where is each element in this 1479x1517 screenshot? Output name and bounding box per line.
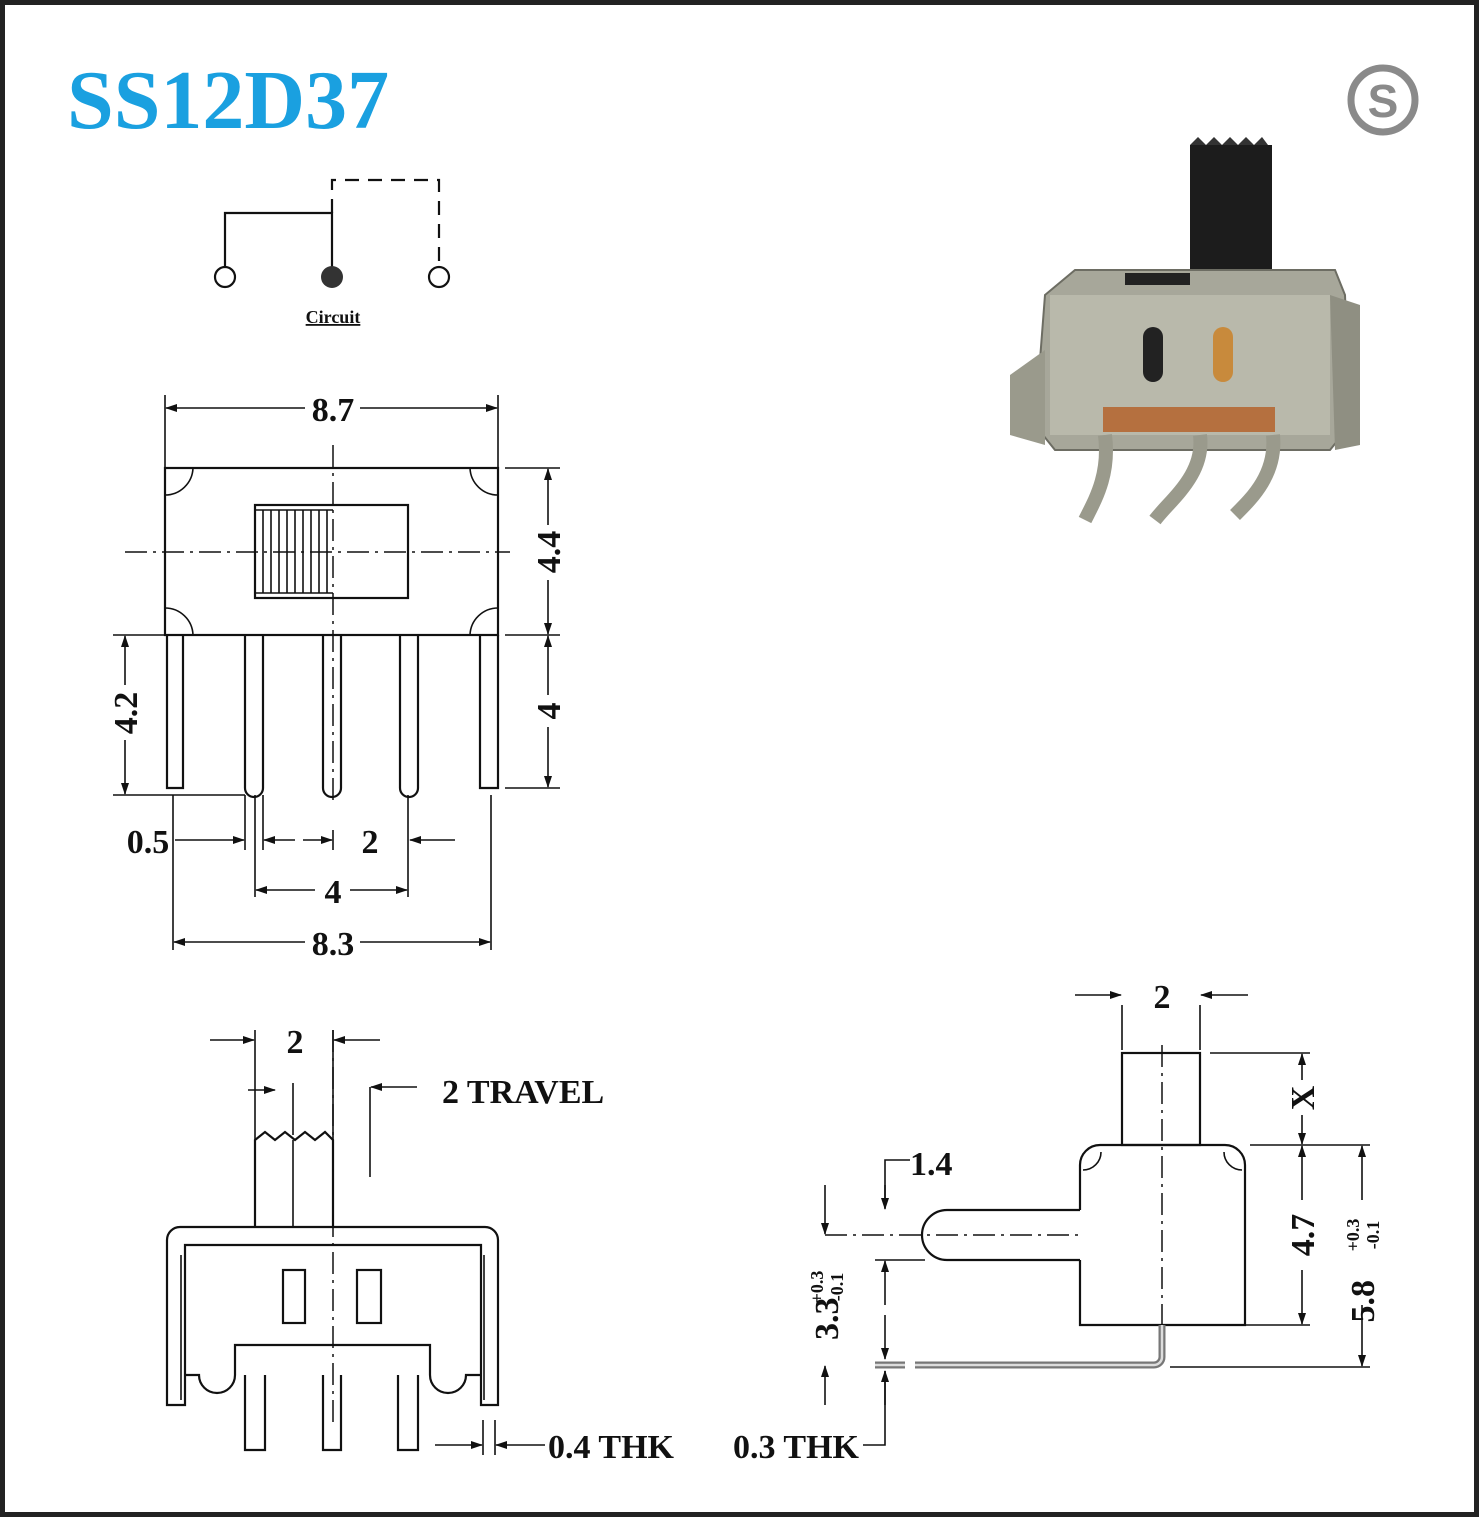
dim-pin-span-inner: 4: [325, 874, 342, 911]
product-photo: [1010, 137, 1360, 525]
dim-actuator-height: X: [1285, 1085, 1322, 1110]
dim-travel: 2 TRAVEL: [442, 1074, 604, 1111]
dim-body-height-side: 4.7: [1285, 1214, 1322, 1257]
dim-total-height: 5.8: [1345, 1280, 1382, 1323]
dim-pin-diameter: 1.4: [910, 1146, 953, 1183]
dim-total-tol-minus: -0.1: [1363, 1221, 1383, 1250]
dim-body-width: 8.7: [312, 392, 355, 429]
svg-text:S: S: [1368, 75, 1399, 127]
circuit-diagram: Circuit: [213, 178, 451, 327]
dim-pin-length-right: 4: [531, 703, 568, 720]
dim-offset-tol-plus: +0.3: [807, 1271, 827, 1304]
dim-offset-height: 3.3: [809, 1298, 846, 1341]
dim-pin-length-left: 4.2: [108, 692, 145, 735]
side-view-drawing: 2 X 4.7 5.8 +0.3 -0.1 1.4 3.3 +0.3 -0.1 …: [733, 979, 1383, 1466]
dim-front-thickness: 0.4 THK: [548, 1429, 675, 1466]
circuit-label: Circuit: [306, 307, 361, 327]
dim-front-actuator-width: 2: [287, 1024, 304, 1061]
product-title: SS12D37: [67, 54, 389, 147]
dim-total-tol-plus: +0.3: [1343, 1219, 1363, 1252]
dim-pin-span-outer: 8.3: [312, 926, 355, 963]
drawing-canvas: SS12D37 S Circuit 8.7 4.4 4: [67, 54, 1419, 1466]
top-view-drawing: 8.7 4.4 4 4.2 0.5 2 4 8.3: [108, 392, 568, 963]
dim-pin-width: 0.5: [127, 824, 170, 861]
dim-side-actuator-width: 2: [1154, 979, 1171, 1016]
dim-side-thickness: 0.3 THK: [733, 1429, 860, 1466]
brand-logo: S: [1347, 64, 1419, 136]
dim-offset-tol-minus: -0.1: [827, 1273, 847, 1302]
dim-pin-pitch: 2: [362, 824, 379, 861]
front-view-drawing: 2 2 TRAVEL 0.4 THK: [165, 1024, 675, 1466]
dim-body-height: 4.4: [531, 531, 568, 574]
